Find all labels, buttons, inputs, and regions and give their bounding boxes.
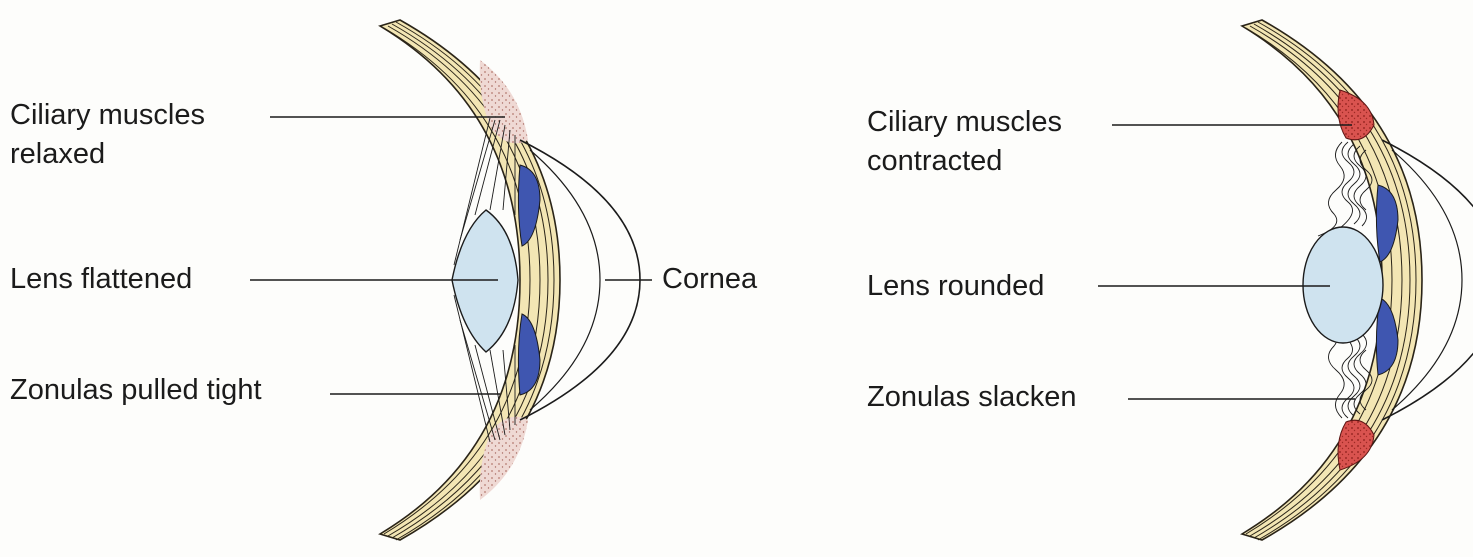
label-zonulas-tight: Zonulas pulled tight xyxy=(10,373,262,407)
label-cornea: Cornea xyxy=(662,262,757,296)
label-lens-rounded: Lens rounded xyxy=(867,269,1044,303)
label-ciliary-contracted-line1: Ciliary muscles xyxy=(867,105,1062,139)
label-lens-flattened: Lens flattened xyxy=(10,262,192,296)
label-ciliary-relaxed-line2: relaxed xyxy=(10,137,105,171)
label-zonulas-slacken: Zonulas slacken xyxy=(867,380,1077,414)
leader-lines xyxy=(250,117,1355,399)
label-ciliary-relaxed-line1: Ciliary muscles xyxy=(10,98,205,132)
lens-rounded xyxy=(1303,227,1383,343)
label-ciliary-contracted-line2: contracted xyxy=(867,144,1002,178)
eye-contracted xyxy=(1242,20,1473,540)
